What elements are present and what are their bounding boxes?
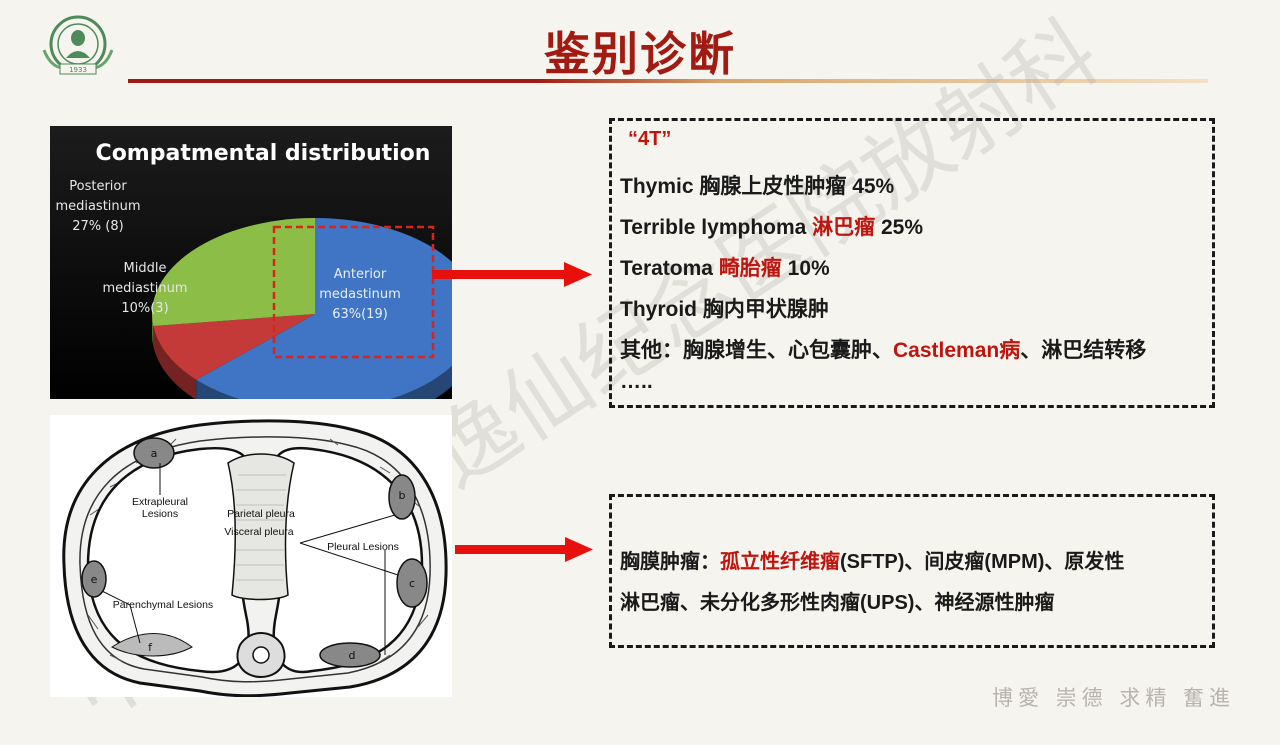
label-extrapleural-2: Lesions bbox=[142, 508, 178, 520]
pie-side-posterior-mediastinum bbox=[152, 314, 154, 347]
highlight-dashed-frame bbox=[272, 225, 435, 359]
pie-chart-panel: Compatmental distribution Anterior medast… bbox=[50, 126, 452, 399]
box1-line-thyroid: Thyroid 胸内甲状腺肿 bbox=[620, 298, 829, 321]
label-pleural-lesions: Pleural Lesions bbox=[327, 541, 399, 553]
pie-label-anterior-medastinum-3: 63%(19) bbox=[332, 307, 388, 322]
title-divider bbox=[128, 79, 1208, 83]
pie-side-middle-mediastinum bbox=[153, 326, 197, 399]
svg-text:f: f bbox=[148, 641, 153, 654]
page-title: 鉴别诊断 bbox=[544, 27, 736, 81]
pie-label-posterior-mediastinum-3: 27% (8) bbox=[72, 219, 123, 234]
svg-text:c: c bbox=[409, 577, 415, 590]
box1-line-thymic: Thymic 胸腺上皮性肿瘤 45% bbox=[620, 175, 895, 198]
svg-text:d: d bbox=[349, 649, 356, 662]
box1-line-ellipsis: ….. bbox=[620, 370, 653, 393]
pie-chart: Compatmental distribution Anterior medast… bbox=[50, 126, 452, 399]
hospital-logo: 1933 bbox=[42, 15, 114, 75]
anterior-mediastinum-differential-box bbox=[609, 118, 1215, 408]
pie-label-middle-mediastinum-3: 10%(3) bbox=[121, 301, 168, 316]
pleural-tumor-box bbox=[609, 494, 1215, 648]
pie-label-anterior-medastinum-2: medastinum bbox=[319, 287, 401, 302]
chart-title: Compatmental distribution bbox=[96, 141, 431, 166]
footer-motto: 博愛 崇德 求精 奮進 bbox=[992, 686, 1236, 710]
box1-line-teratoma: Teratoma 畸胎瘤 10% bbox=[620, 257, 830, 280]
lesion-a bbox=[133, 437, 175, 469]
lesion-f bbox=[110, 633, 193, 657]
svg-text:e: e bbox=[91, 573, 98, 586]
box2-line-1: 胸膜肿瘤：孤立性纤维瘤(SFTP)、间皮瘤(MPM)、原发性 bbox=[620, 551, 1125, 573]
slide: 1933 鉴别诊断 中山大学孙逸仙纪念医院放射科 Compatmental di… bbox=[42, 2, 1236, 741]
box2-line-2: 淋巴瘤、未分化多形性肉瘤(UPS)、神经源性肿瘤 bbox=[620, 592, 1055, 614]
box1-heading: “4T” bbox=[628, 128, 672, 150]
label-parietal-pleura: Parietal pleura bbox=[227, 508, 295, 520]
label-parenchymal-lesions: Parenchymal Lesions bbox=[113, 599, 213, 611]
svg-text:a: a bbox=[151, 447, 158, 460]
pie-label-posterior-mediastinum-2: mediastinum bbox=[55, 199, 140, 214]
lesion-c bbox=[396, 558, 428, 608]
pie-label-middle-mediastinum-1: Middle bbox=[124, 261, 167, 276]
lesion-e bbox=[81, 560, 107, 598]
box1-line-lymphoma: Terrible lymphoma 淋巴瘤 25% bbox=[620, 216, 924, 239]
label-visceral-pleura: Visceral pleura bbox=[224, 526, 293, 538]
label-extrapleural-1: Extrapleural bbox=[132, 496, 188, 508]
pie-side-anterior-medastinum bbox=[196, 365, 452, 399]
pie-label-posterior-mediastinum-1: Posterior bbox=[69, 179, 127, 194]
chest-anatomy-diagram: a b c d e f Extrapleural Lesions Parieta… bbox=[50, 415, 452, 698]
arrow-right-icon bbox=[455, 537, 593, 562]
lesion-b bbox=[388, 474, 416, 520]
box1-line-others: 其他：胸腺增生、心包囊肿、Castleman病、淋巴结转移 bbox=[620, 339, 1147, 362]
lesion-d bbox=[319, 642, 381, 668]
pie-label-middle-mediastinum-2: mediastinum bbox=[102, 281, 187, 296]
arrow-right-icon bbox=[432, 262, 592, 287]
pie-slice-posterior-mediastinum bbox=[152, 218, 315, 327]
svg-text:1933: 1933 bbox=[69, 66, 87, 74]
pie-slice-anterior-medastinum bbox=[196, 218, 452, 399]
svg-text:b: b bbox=[399, 489, 406, 502]
pie-label-anterior-medastinum-1: Anterior bbox=[334, 267, 387, 282]
mediastinum bbox=[227, 453, 295, 601]
